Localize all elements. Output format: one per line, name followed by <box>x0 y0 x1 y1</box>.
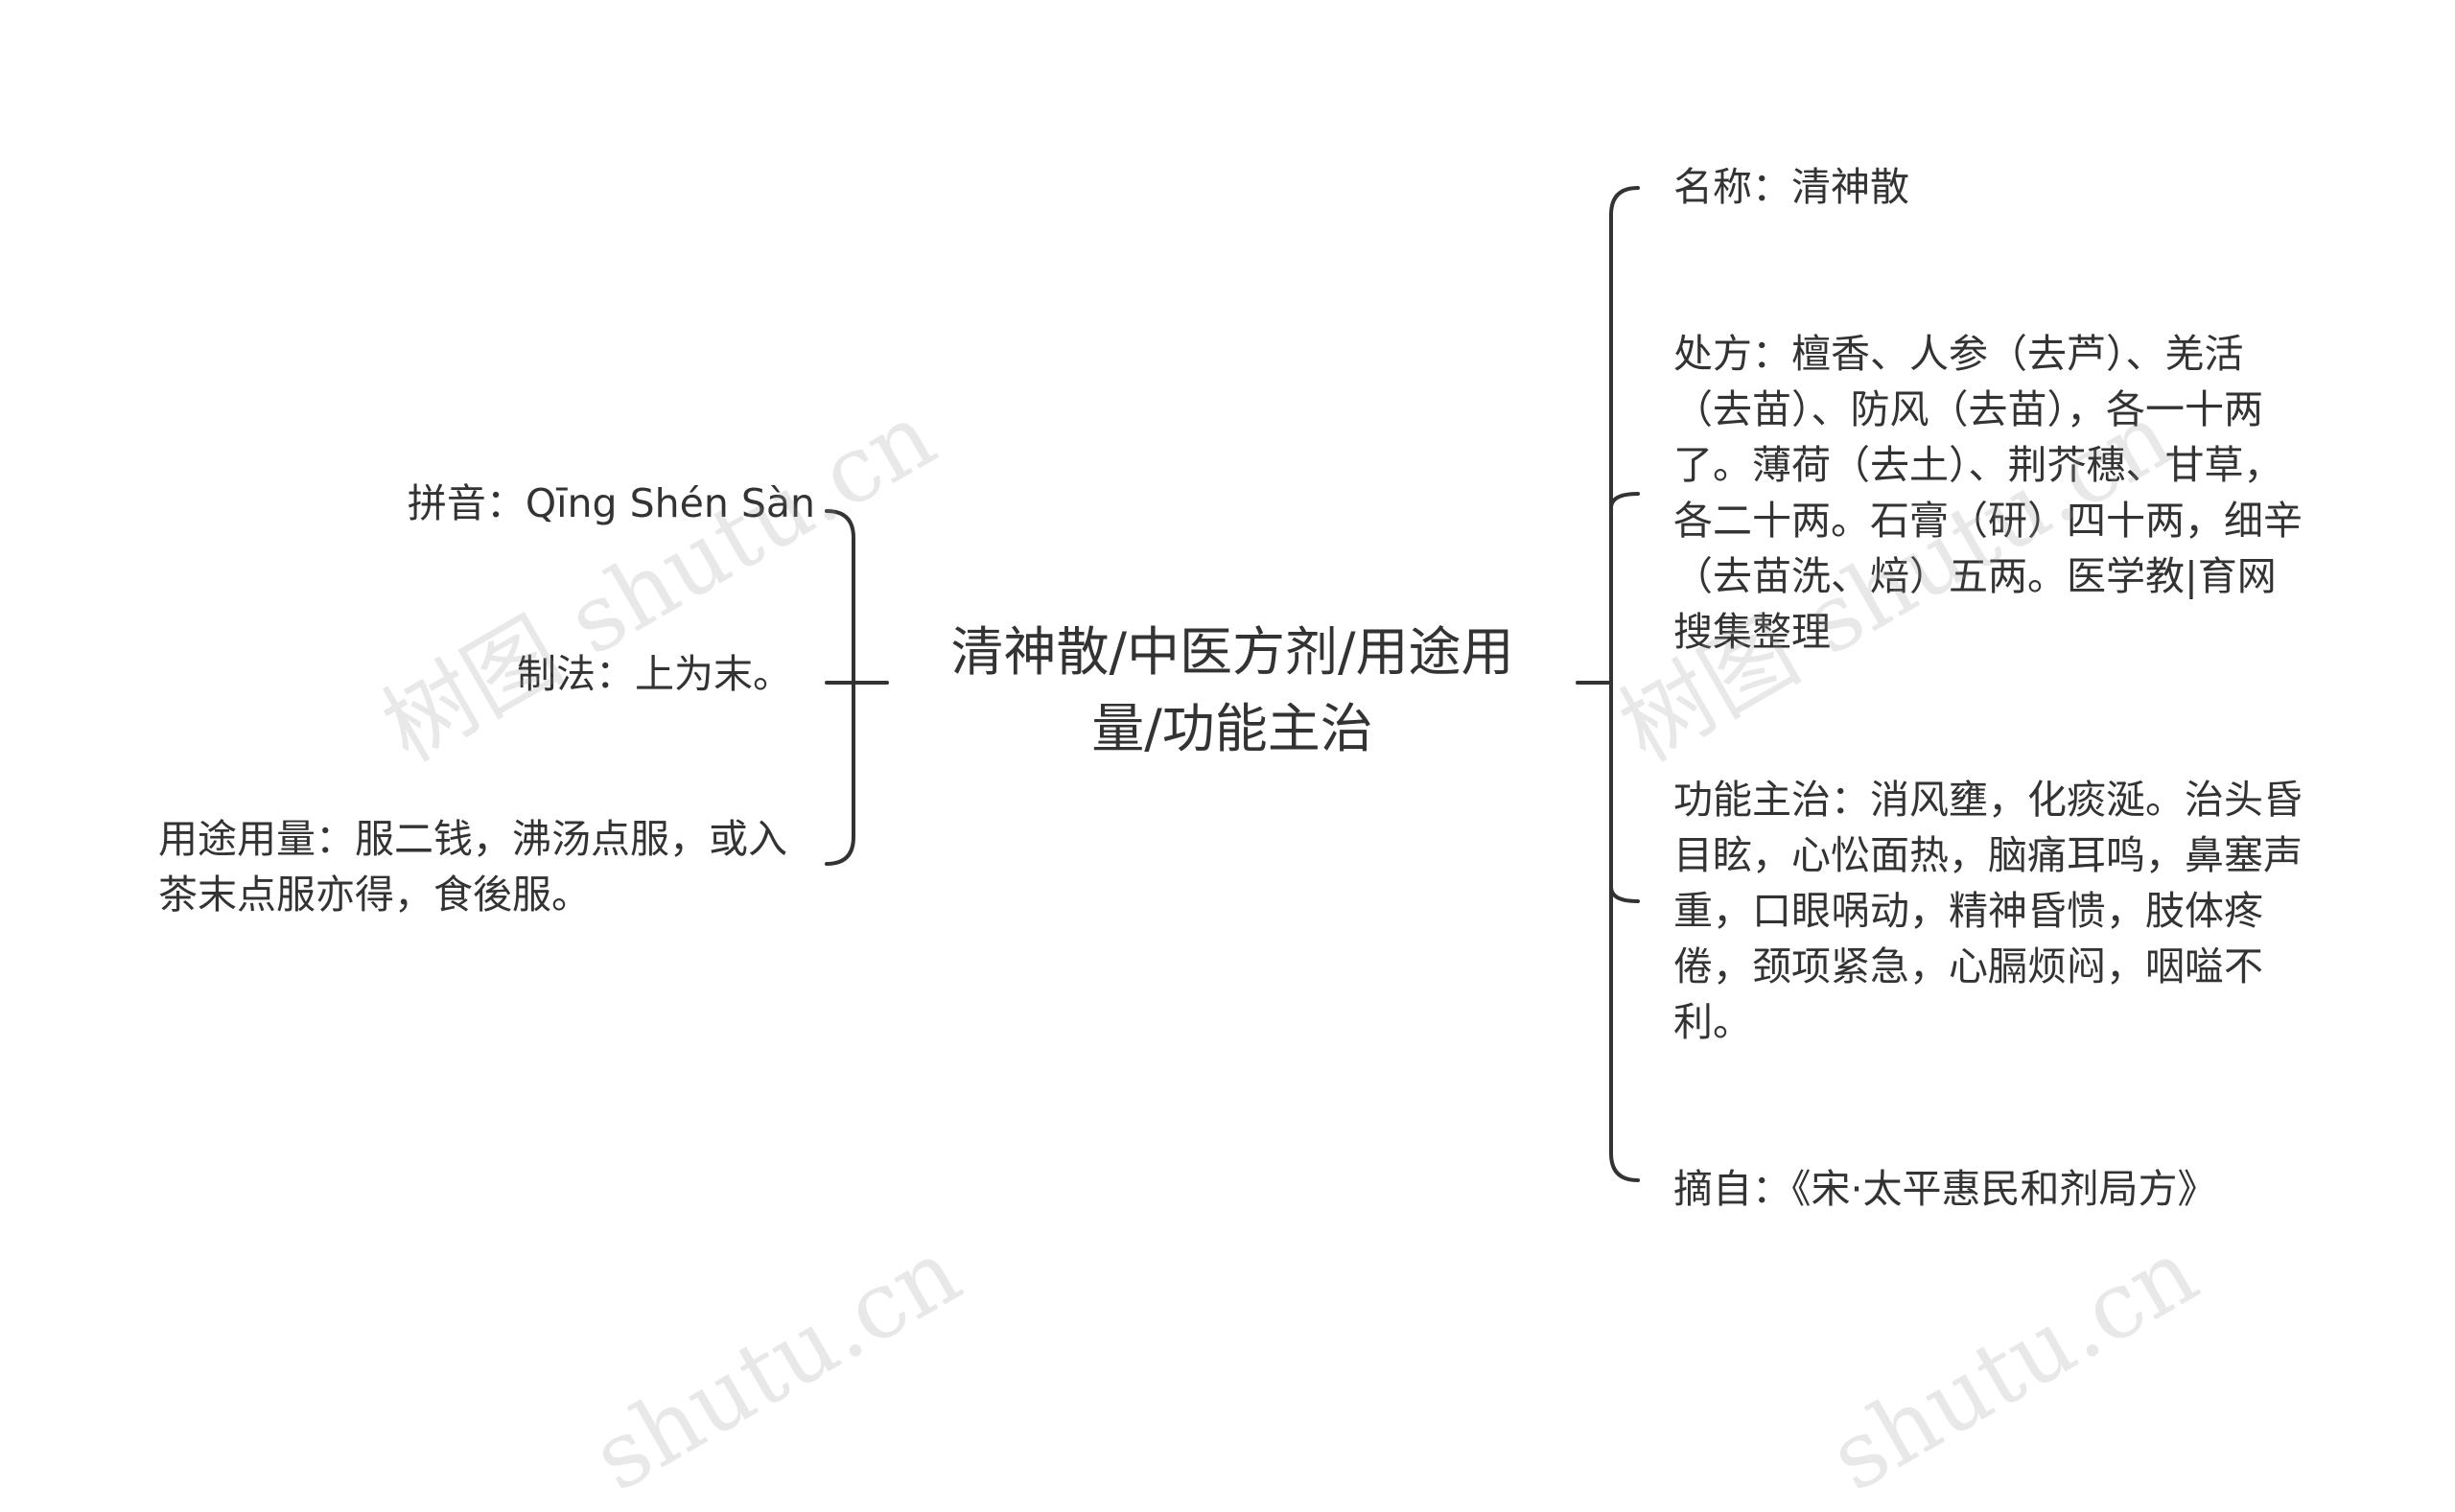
left-node-usage-dosage[interactable]: 用途用量：服二钱，沸汤点服，或入茶末点服亦得，食後服。 <box>158 816 787 918</box>
right-node-indications[interactable]: 功能主治：消风壅，化痰涎。治头昏目眩，心忪面热，脑痛耳鸣，鼻塞声重，口眼㖞动，精… <box>1673 777 2303 1045</box>
right-connector-node-2 <box>1609 492 1640 510</box>
left-bracket <box>825 509 855 866</box>
mindmap-canvas: 清神散/中医方剂/用途用量/功能主治 拼音：Qīng Shén Sàn 制法：上… <box>158 164 2303 1512</box>
left-node-preparation[interactable]: 制法：上为末。 <box>517 651 792 697</box>
right-node-source[interactable]: 摘自：《宋·太平惠民和剂局方》 <box>1673 1166 2217 1212</box>
left-node-pinyin[interactable]: 拼音：Qīng Shén Sàn <box>407 480 815 526</box>
right-connector-node-3 <box>1609 885 1640 903</box>
right-node-prescription[interactable]: 处方：檀香、人参（去芦）、羌活（去苗）、防风（去苗），各一十两了。薄荷（去土）、… <box>1673 331 2303 655</box>
right-node-name[interactable]: 名称：清神散 <box>1673 164 1909 210</box>
central-topic[interactable]: 清神散/中医方剂/用途用量/功能主治 <box>950 621 1514 759</box>
connector-lines <box>825 186 1640 1182</box>
right-bracket <box>1609 186 1640 1182</box>
